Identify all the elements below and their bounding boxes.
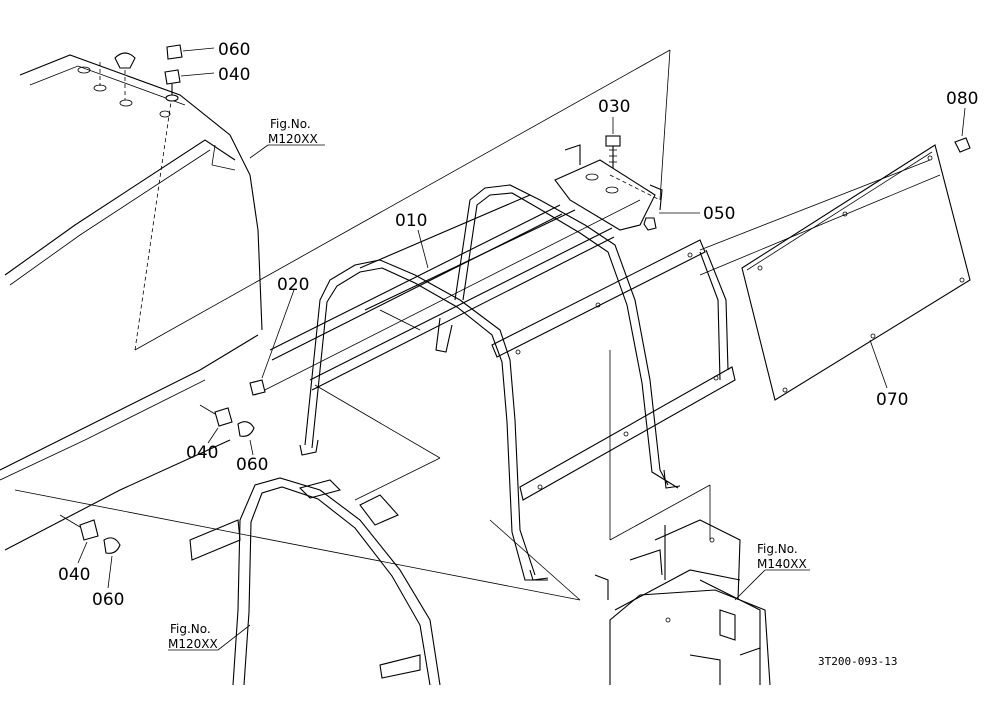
part-label-060: 060 (92, 590, 124, 610)
fig-ref-code-top-left: M120XX (268, 132, 318, 146)
lower-right-assembly (594, 519, 771, 686)
upper-bracket (554, 135, 663, 231)
guide-lines (14, 49, 941, 601)
lower-frame (189, 477, 441, 686)
part-label-080: 080 (946, 89, 978, 109)
part-label-040: 040 (186, 443, 218, 463)
fig-ref-title-bottom-left: Fig.No. (170, 622, 211, 636)
part-label-020: 020 (277, 275, 309, 295)
figure-references: Fig.No. M120XX Fig.No. M120XX Fig.No. M1… (168, 117, 807, 651)
part-label-030: 030 (598, 97, 630, 117)
cover-panel (741, 137, 971, 401)
part-label-060: 060 (218, 40, 250, 60)
drawing-code: 3T200-093-13 (818, 655, 897, 668)
part-label-050: 050 (703, 204, 735, 224)
fig-ref-title-right: Fig.No. (757, 542, 798, 556)
fig-ref-code-bottom-left: M120XX (168, 637, 218, 651)
fasteners (59, 44, 399, 554)
fig-ref-title-top-left: Fig.No. (270, 117, 311, 131)
fig-ref-code-right: M140XX (757, 557, 807, 571)
part-label-010: 010 (395, 211, 427, 231)
guard-frame (269, 184, 736, 581)
leader-lines (77, 47, 966, 651)
part-label-070: 070 (876, 390, 908, 410)
part-label-040: 040 (58, 565, 90, 585)
part-labels: 060 040 030 080 010 050 020 070 040 060 … (58, 40, 978, 610)
part-label-040: 040 (218, 65, 250, 85)
hood-panel (0, 52, 263, 551)
part-label-060: 060 (236, 455, 268, 475)
